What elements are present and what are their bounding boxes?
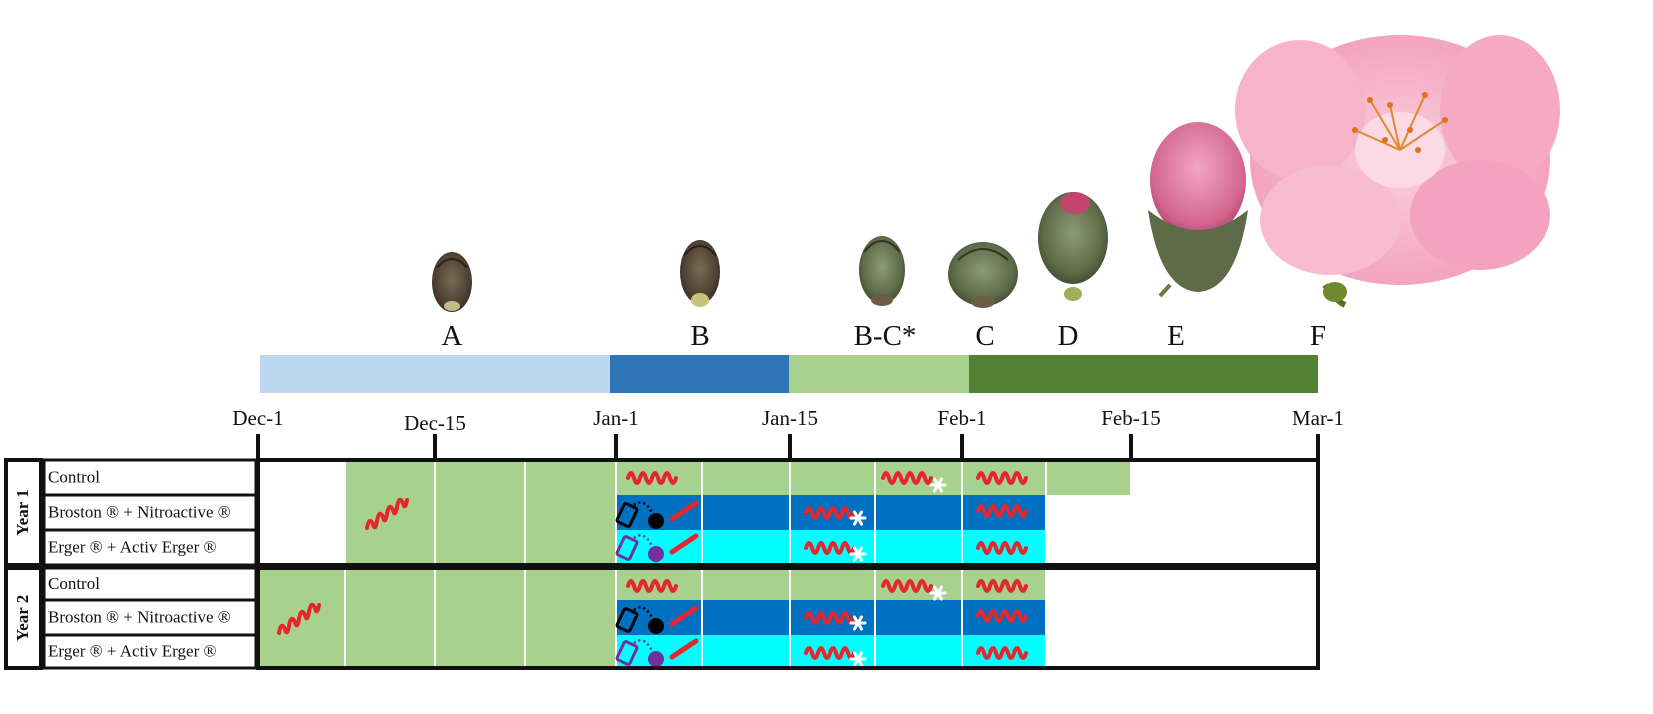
stage-label-f: F [1310,320,1326,352]
row-label-control: Control [48,467,100,486]
date-tick-label: Feb-15 [1101,406,1161,430]
row-label-broston: Broston ® + Nitroactive ® [48,502,231,521]
frost-squiggle-icon [976,646,1028,660]
row-label-box [42,493,258,532]
year-label: Year 2 [13,595,32,641]
stage-label-bc: B-C* [854,320,917,352]
date-tick-label: Dec-1 [232,406,283,430]
date-tick-label: Jan-15 [762,406,818,430]
bud-stage-b-image [680,240,720,307]
sprayer-bottle-dark-icon [615,605,699,634]
frost-squiggle-icon [976,471,1028,485]
phase-bar [260,355,1318,393]
bud-stage-c-image [948,242,1018,308]
asterisk-icon [849,510,867,526]
year-label-box [4,566,43,670]
row-label-box [42,633,258,670]
bud-stage-a-image [432,252,472,312]
row-label-erger: Erger ® + Activ Erger ® [48,537,216,556]
asterisk-icon [849,651,867,667]
row-label-box [42,528,258,567]
frost-squiggle-icon [976,579,1028,593]
stage-label-d: D [1058,320,1079,352]
bud-stage-e-image [1148,122,1248,298]
frost-squiggle-icon [277,602,321,635]
row-label-broston: Broston ® + Nitroactive ® [48,607,231,626]
year-label: Year 1 [13,489,32,535]
frost-squiggle-icon [976,504,1028,518]
date-tick-label: Dec-15 [404,411,466,435]
row-label-box [42,598,258,637]
flower-stage-f-image [1235,35,1560,308]
phase-segment-cf [969,355,1318,393]
asterisk-icon [929,477,947,493]
stage-labels: A B B-C* C D E F [442,320,1327,352]
schedule-frame [256,566,1320,670]
pre-treatment-period [345,495,616,565]
frost-squiggle-icon [626,579,678,593]
schedule-frame [256,458,1320,567]
frost-squiggle-icon [881,471,933,485]
sprayer-bottle-purple-icon [615,533,699,562]
stage-label-c: C [975,320,994,352]
stage-label-e: E [1167,320,1185,352]
frost-squiggle-icon [804,611,856,625]
pre-treatment-period [258,600,616,668]
stage-label-a: A [442,320,463,352]
row-label-control: Control [48,574,100,593]
frost-squiggle-icon [365,497,409,530]
phase-segment-b [610,355,789,393]
row-label-erger: Erger ® + Activ Erger ® [48,641,216,660]
frost-squiggle-icon [626,471,678,485]
year-label-box [4,458,43,567]
sprayer-bottle-purple-icon [615,638,699,667]
frost-squiggle-icon [976,609,1028,623]
row-label-box [42,566,258,602]
date-tick-label: Feb-1 [938,406,987,430]
sprayer-bottle-dark-icon [615,500,699,529]
frost-squiggle-icon [976,541,1028,555]
frost-squiggle-icon [804,506,856,520]
phase-segment-bc [789,355,969,393]
control-period-bar [345,460,1131,495]
bud-stage-d-image [1038,192,1108,301]
asterisk-icon [849,615,867,631]
frost-squiggle-icon [804,541,856,555]
phase-segment-dormant [260,355,610,393]
date-tick-label: Mar-1 [1292,406,1344,430]
stage-label-b: B [690,320,709,352]
frost-squiggle-icon [881,579,933,593]
asterisk-icon [849,546,867,562]
date-tick-label: Jan-1 [593,406,639,430]
asterisk-icon [929,585,947,601]
date-axis: Dec-1 Dec-15 Jan-1 Jan-15 Feb-1 Feb-15 Mar-1 [232,406,1344,460]
frost-squiggle-icon [804,646,856,660]
bud-stage-bc-image [859,236,905,306]
